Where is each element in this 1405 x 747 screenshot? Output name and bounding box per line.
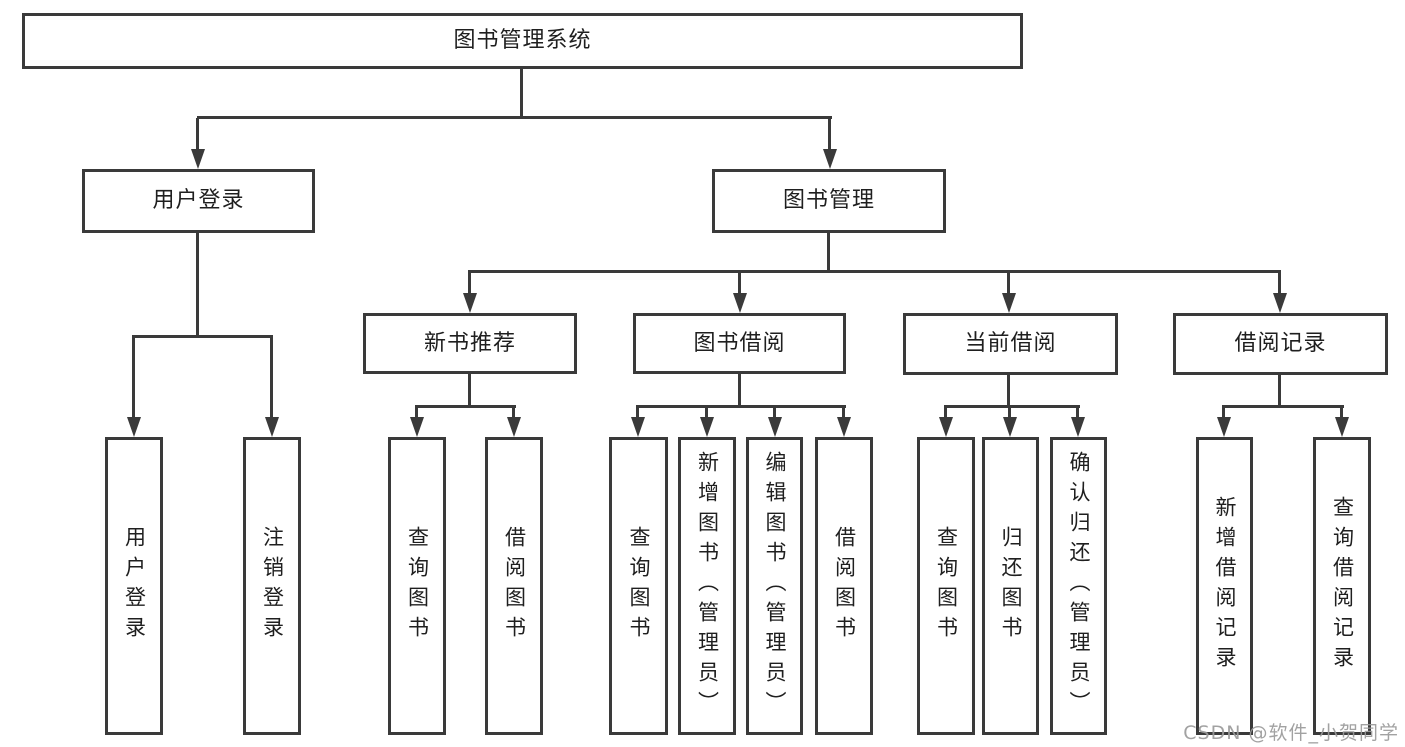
arrow-down-icon: [823, 149, 837, 169]
connector-line: [468, 272, 471, 294]
connector-line: [415, 405, 516, 408]
node-book-borrow: 图书借阅: [633, 313, 846, 374]
connector-line: [1222, 407, 1225, 419]
leaf-record-add-borrow-record-label: 新增借阅记录: [1213, 496, 1237, 676]
connector-line: [270, 337, 273, 419]
connector-line: [520, 69, 523, 118]
arrow-down-icon: [1002, 293, 1016, 313]
connector-line: [468, 270, 1281, 273]
arrow-down-icon: [939, 417, 953, 437]
leaf-borrow-edit-books-admin-label: 编辑图书（管理员）: [763, 451, 787, 721]
arrow-down-icon: [1003, 417, 1017, 437]
node-book-management-label: 图书管理: [782, 188, 875, 213]
connector-line: [828, 118, 831, 151]
connector-line: [1340, 407, 1343, 419]
connector-line: [415, 407, 418, 419]
node-root: 图书管理系统: [22, 13, 1023, 69]
connector-line: [512, 407, 515, 419]
arrow-down-icon: [1335, 417, 1349, 437]
leaf-newbook-query-books-label: 查询图书: [405, 526, 430, 646]
arrow-down-icon: [191, 149, 205, 169]
leaf-borrow-add-books-admin-label: 新增图书（管理员）: [695, 451, 720, 721]
arrow-down-icon: [631, 417, 645, 437]
node-root-label: 图书管理系统: [453, 28, 592, 53]
leaf-record-query-borrow-record-label: 查询借阅记录: [1330, 496, 1355, 676]
node-new-book-recommend: 新书推荐: [363, 313, 577, 374]
connector-line: [827, 233, 830, 272]
leaf-current-query-books-label: 查询图书: [934, 526, 959, 646]
node-user-login: 用户登录: [82, 169, 315, 233]
connector-line: [1008, 407, 1011, 419]
arrow-down-icon: [127, 417, 141, 437]
leaf-record-add-borrow-record: 新增借阅记录: [1196, 437, 1253, 735]
connector-line: [468, 374, 471, 407]
leaf-record-query-borrow-record: 查询借阅记录: [1313, 437, 1371, 735]
leaf-borrow-borrow-books: 借阅图书: [815, 437, 873, 735]
arrow-down-icon: [768, 417, 782, 437]
leaf-current-return-books-label: 归还图书: [999, 526, 1023, 646]
node-book-management: 图书管理: [712, 169, 946, 233]
leaf-borrow-query-books-label: 查询图书: [627, 526, 651, 646]
arrow-down-icon: [265, 417, 279, 437]
node-user-login-label: 用户登录: [152, 188, 245, 213]
connector-line: [196, 233, 199, 337]
connector-line: [773, 407, 776, 419]
connector-line: [1007, 375, 1010, 407]
connector-line: [132, 337, 135, 419]
leaf-current-confirm-return-admin: 确认归还（管理员）: [1050, 437, 1107, 735]
connector-line: [1278, 375, 1281, 407]
arrow-down-icon: [700, 417, 714, 437]
connector-line: [1007, 272, 1010, 294]
connector-line: [636, 405, 846, 408]
connector-line: [944, 407, 947, 419]
connector-line: [842, 407, 845, 419]
connector-line: [636, 407, 639, 419]
node-book-borrow-label: 图书借阅: [693, 330, 786, 356]
connector-line: [705, 407, 708, 419]
connector-line: [738, 374, 741, 407]
node-borrow-record: 借阅记录: [1173, 313, 1388, 375]
node-current-borrow-label: 当前借阅: [964, 331, 1057, 356]
connector-line: [738, 272, 741, 294]
leaf-current-confirm-return-admin-label: 确认归还（管理员）: [1067, 451, 1091, 721]
leaf-borrow-edit-books-admin: 编辑图书（管理员）: [746, 437, 803, 735]
leaf-newbook-query-books: 查询图书: [388, 437, 446, 735]
arrow-down-icon: [1071, 417, 1085, 437]
arrow-down-icon: [733, 293, 747, 313]
connector-line: [944, 405, 1080, 408]
leaf-borrow-add-books-admin: 新增图书（管理员）: [678, 437, 736, 735]
arrow-down-icon: [410, 417, 424, 437]
connector-line: [196, 118, 199, 151]
leaf-borrow-borrow-books-label: 借阅图书: [832, 526, 857, 646]
connector-line: [132, 335, 273, 338]
arrow-down-icon: [837, 417, 851, 437]
csdn-watermark: CSDN @软件_小贺同学: [1183, 722, 1399, 744]
leaf-newbook-borrow-books-label: 借阅图书: [502, 526, 527, 646]
connector-line: [1222, 405, 1344, 408]
node-current-borrow: 当前借阅: [903, 313, 1118, 375]
leaf-user-login-label: 用户登录: [122, 526, 147, 646]
leaf-logout-label: 注销登录: [260, 526, 285, 646]
connector-line: [197, 116, 832, 119]
arrow-down-icon: [507, 417, 521, 437]
leaf-current-return-books: 归还图书: [982, 437, 1039, 735]
leaf-borrow-query-books: 查询图书: [609, 437, 668, 735]
leaf-user-login: 用户登录: [105, 437, 163, 735]
connector-line: [1278, 272, 1281, 294]
arrow-down-icon: [1273, 293, 1287, 313]
arrow-down-icon: [1217, 417, 1231, 437]
leaf-logout: 注销登录: [243, 437, 301, 735]
node-borrow-record-label: 借阅记录: [1234, 331, 1327, 356]
connector-line: [1076, 407, 1079, 419]
arrow-down-icon: [463, 293, 477, 313]
leaf-newbook-borrow-books: 借阅图书: [485, 437, 543, 735]
leaf-current-query-books: 查询图书: [917, 437, 975, 735]
node-new-book-recommend-label: 新书推荐: [423, 330, 516, 356]
